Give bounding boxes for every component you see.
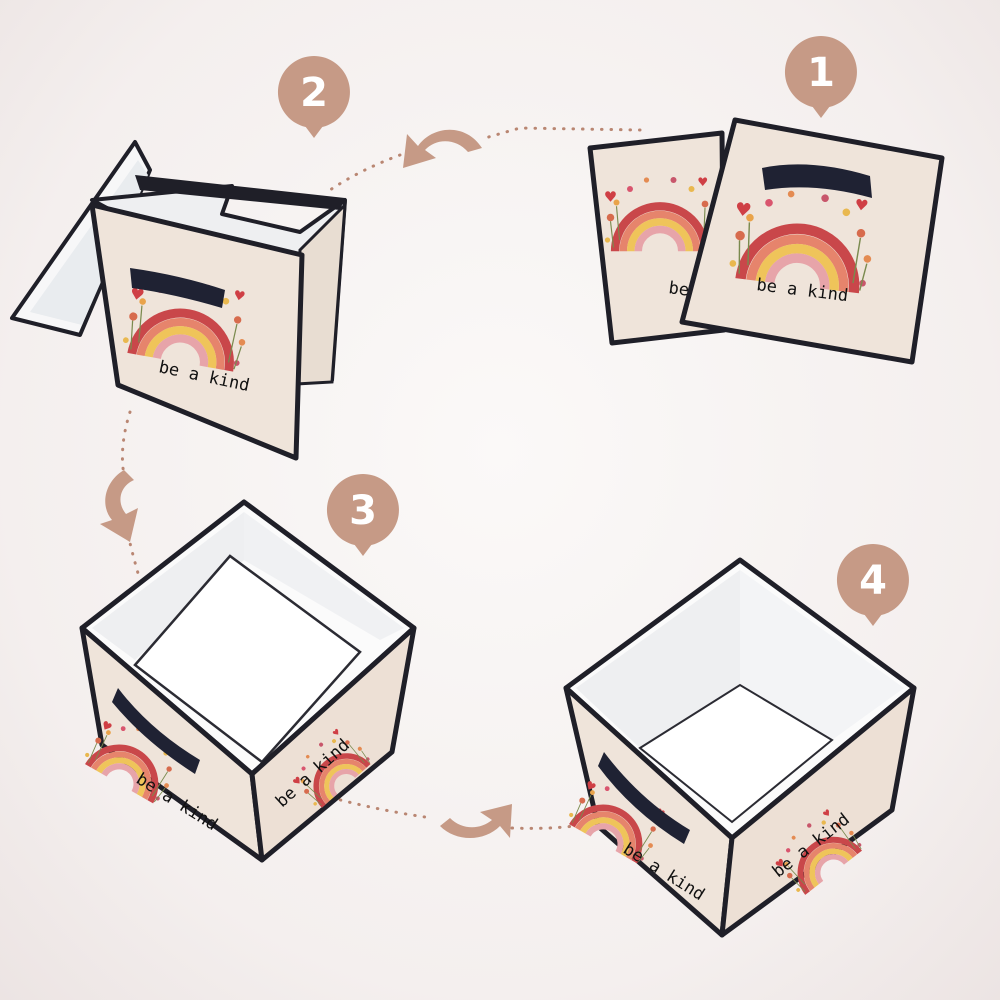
- arrow-step2-to-step3: [100, 470, 138, 542]
- step-badge-4: 4: [836, 544, 909, 626]
- handle-strap-icon: [112, 688, 200, 774]
- step-number-1: 1: [807, 50, 835, 96]
- step-number-4: 4: [859, 558, 887, 604]
- arrow-step1-to-step2: [403, 129, 482, 168]
- step-number-2: 2: [300, 70, 328, 116]
- step-1-flat-panels: be a kind be a kind: [587, 117, 945, 365]
- step-badge-1: 1: [784, 36, 857, 118]
- arrow-step3-to-step4: [440, 804, 512, 838]
- step-badge-2: 2: [277, 56, 350, 138]
- handle-strap-icon: [598, 752, 690, 844]
- connector-dotted-line: [120, 126, 642, 830]
- step-2-partially-folded: be a kind: [10, 140, 347, 461]
- step-number-3: 3: [349, 488, 377, 534]
- step-3-open-box: be a kind be a kind: [81, 499, 417, 863]
- step-badge-3: 3: [326, 474, 399, 556]
- handle-strap-icon: [762, 164, 872, 198]
- handle-strap-icon: [130, 268, 225, 308]
- step-4-finished-box: be a kind be a kind: [565, 557, 917, 938]
